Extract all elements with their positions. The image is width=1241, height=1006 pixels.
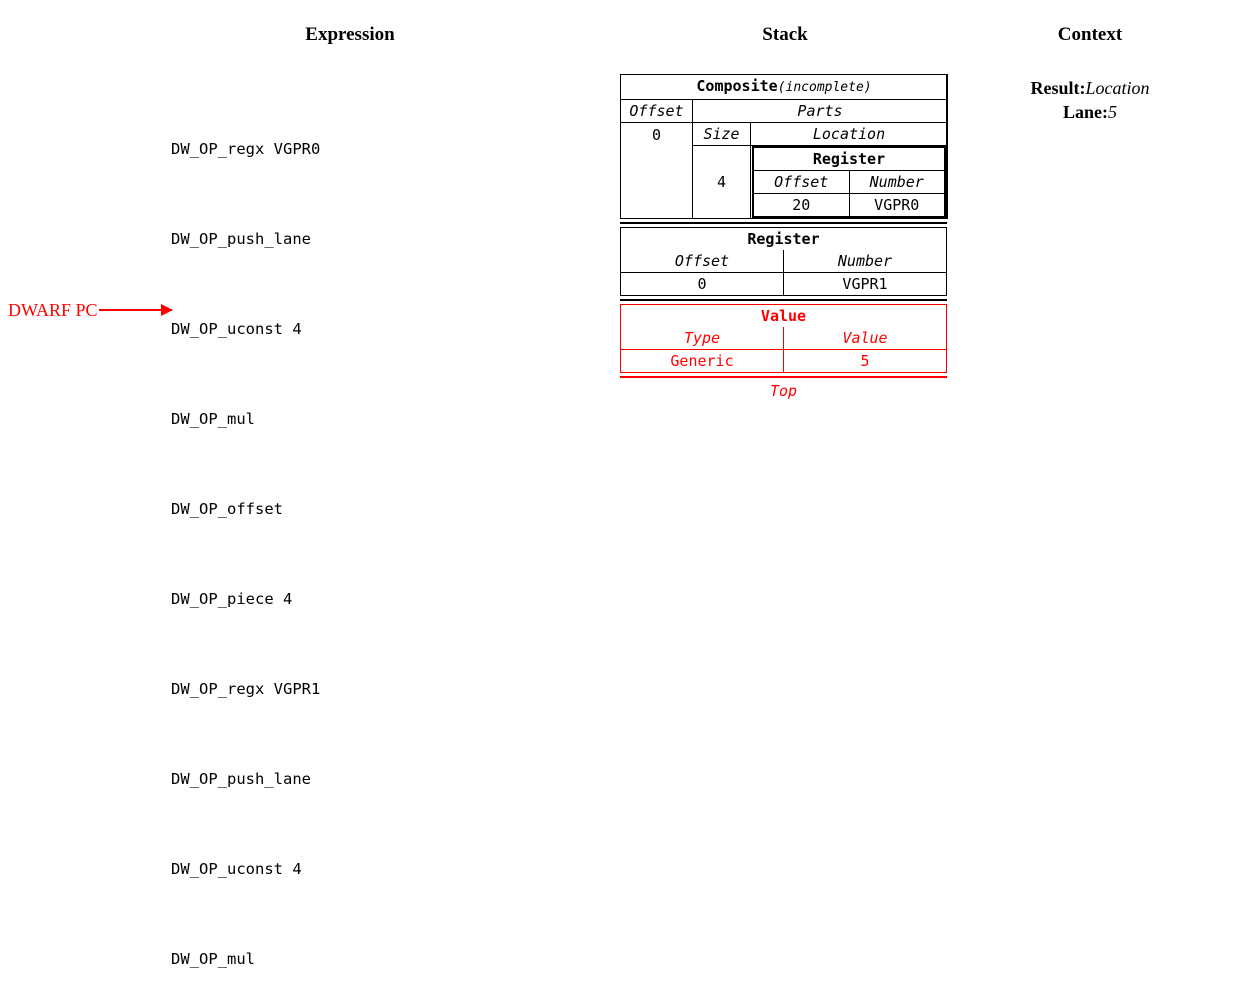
context-lane-value: 5 bbox=[1108, 102, 1117, 122]
stack-entry-register: Register Offset Number 0 VGPR1 bbox=[620, 227, 947, 296]
table-row: 4 Register bbox=[621, 145, 949, 219]
register-offset-value: 0 bbox=[620, 272, 784, 296]
nested-register-offset-header: Offset bbox=[753, 170, 850, 194]
table-row: Register bbox=[620, 227, 947, 250]
composite-offset-value: 0 bbox=[620, 122, 693, 219]
stack-top-label: Top bbox=[769, 382, 798, 400]
stack-top-rule bbox=[620, 376, 947, 378]
stack-column: Composite(incomplete) Offset Parts 0 Siz… bbox=[619, 74, 949, 401]
register-offset-header: Offset bbox=[620, 250, 784, 273]
register-number-value: VGPR1 bbox=[783, 272, 947, 296]
context-lane-row: Lane:5 bbox=[1000, 100, 1180, 124]
expression-line: DW_OP_push_lane bbox=[171, 230, 311, 248]
nested-register-offset-value: 20 bbox=[753, 193, 850, 217]
value-table: Value Type Value Generic 5 bbox=[620, 304, 947, 373]
expression-line: DW_OP_piece 4 bbox=[171, 590, 293, 608]
value-type-value: Generic bbox=[620, 349, 784, 373]
table-row: Offset Parts bbox=[620, 99, 949, 123]
context-result-value: Location bbox=[1085, 78, 1150, 98]
composite-title: Composite bbox=[696, 77, 778, 95]
register-table: Register Offset Number 0 VGPR1 bbox=[620, 227, 947, 296]
table-row: Offset Number bbox=[753, 170, 946, 194]
table-row: Generic 5 bbox=[620, 349, 947, 373]
value-title: Value bbox=[620, 304, 947, 327]
stack-entry-value: Value Type Value Generic 5 bbox=[620, 304, 947, 373]
composite-size-value: 4 bbox=[692, 145, 751, 219]
dwarf-pc-label: DWARF PC bbox=[8, 300, 98, 320]
table-row: Register bbox=[752, 147, 946, 171]
composite-offset-header: Offset bbox=[620, 99, 693, 123]
expression-line: DW_OP_offset bbox=[171, 500, 283, 518]
value-value-value: 5 bbox=[783, 349, 947, 373]
expression-line: DW_OP_mul bbox=[171, 950, 255, 968]
context-result-key: Result: bbox=[1030, 78, 1086, 98]
arrow-right-icon bbox=[98, 304, 173, 316]
value-value-header: Value bbox=[783, 327, 947, 350]
expression-line: DW_OP_regx VGPR0 bbox=[171, 140, 321, 158]
composite-location-header: Location bbox=[749, 122, 949, 146]
value-type-header: Type bbox=[620, 327, 784, 350]
nested-register-table: Register Offset Number 20 VGPR0 bbox=[751, 146, 947, 218]
register-title: Register bbox=[620, 227, 947, 250]
nested-register-number-header: Number bbox=[848, 170, 946, 194]
column-header-expression: Expression bbox=[305, 24, 395, 45]
table-row: 0 VGPR1 bbox=[620, 272, 947, 296]
column-header-context: Context bbox=[1057, 24, 1123, 45]
table-row: 0 Size Location bbox=[620, 122, 949, 219]
composite-title-suffix: (incomplete) bbox=[777, 80, 872, 95]
composite-size-header: Size bbox=[692, 122, 751, 146]
nested-register-number-value: VGPR0 bbox=[848, 193, 946, 217]
nested-register-title: Register bbox=[752, 147, 946, 171]
expression-line: DW_OP_push_lane bbox=[171, 770, 311, 788]
expression-line: DW_OP_regx VGPR1 bbox=[171, 680, 321, 698]
composite-table: Composite(incomplete) Offset Parts 0 Siz… bbox=[619, 74, 949, 219]
composite-parts-header: Parts bbox=[691, 99, 949, 123]
context-result-row: Result:Location bbox=[1000, 76, 1180, 100]
context-lane-key: Lane: bbox=[1063, 102, 1108, 122]
expression-line: DW_OP_mul bbox=[171, 410, 255, 428]
stack-separator bbox=[620, 299, 947, 301]
column-header-stack: Stack bbox=[762, 24, 808, 45]
composite-location-cell: Register Offset Number 20 VGPR0 bbox=[749, 145, 949, 219]
table-row: Type Value bbox=[620, 327, 947, 350]
stack-entry-composite: Composite(incomplete) Offset Parts 0 Siz… bbox=[619, 74, 949, 219]
table-row: 20 VGPR0 bbox=[753, 193, 946, 217]
table-row: Composite(incomplete) bbox=[619, 74, 949, 100]
stack-separator bbox=[620, 222, 947, 224]
table-row: Value bbox=[620, 304, 947, 327]
expression-line: DW_OP_uconst 4 bbox=[171, 320, 302, 338]
expression-list: DW_OP_regx VGPR0 DW_OP_push_lane DW_OP_u… bbox=[171, 74, 320, 1006]
register-number-header: Number bbox=[783, 250, 947, 273]
table-row: Offset Number bbox=[620, 250, 947, 273]
diagram-canvas: Expression Stack Context DW_OP_regx VGPR… bbox=[8, 24, 1180, 968]
composite-title-cell: Composite(incomplete) bbox=[619, 74, 949, 100]
context-column: Result:Location Lane:5 bbox=[1000, 76, 1180, 124]
expression-line: DW_OP_uconst 4 bbox=[171, 860, 302, 878]
dwarf-pc-marker: DWARF PC bbox=[8, 297, 173, 323]
